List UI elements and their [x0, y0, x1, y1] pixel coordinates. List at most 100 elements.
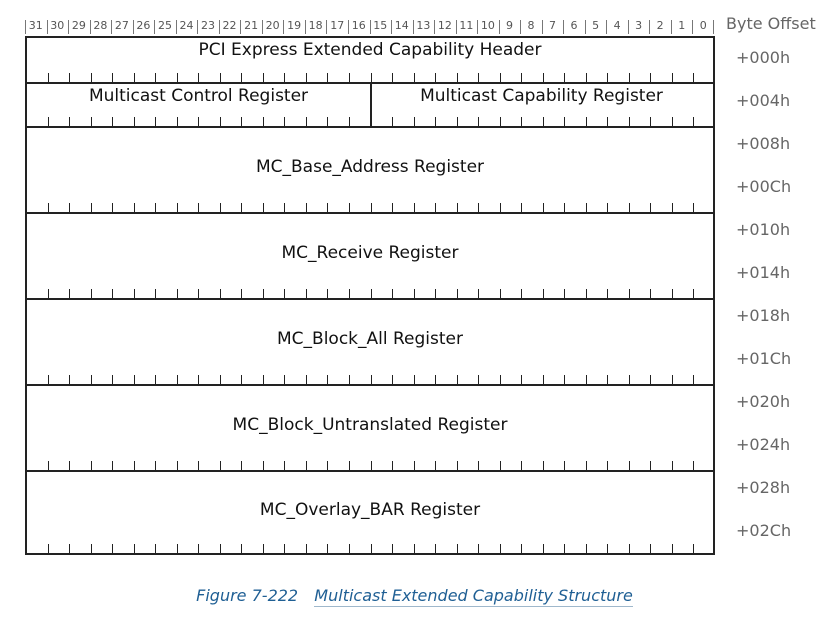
bit-tick [542, 544, 544, 553]
bit-tick [499, 461, 501, 470]
bit-tick [521, 289, 523, 298]
bit-tick [542, 73, 544, 82]
bit-number: 31 [28, 19, 43, 32]
bit-tick [392, 73, 394, 82]
bit-tick [305, 544, 307, 553]
register-row: MC_Base_Address Register [27, 126, 713, 212]
bit-tick [607, 544, 609, 553]
bit-tick [542, 461, 544, 470]
bit-number: 9 [505, 19, 513, 32]
bit-tick [241, 203, 243, 212]
bit-tick [155, 544, 157, 553]
bit-tick [542, 375, 544, 384]
bit-tick [155, 203, 157, 212]
bit-tick [348, 544, 350, 553]
byte-offset-label: +000h [736, 48, 791, 67]
bit-tick [413, 73, 415, 82]
bit-tick [90, 544, 92, 553]
bit-tick [348, 117, 350, 126]
bit-number: 29 [71, 19, 86, 32]
figure-caption: Figure 7-222 Multicast Extended Capabili… [0, 586, 829, 607]
bit-tick [370, 461, 372, 470]
bit-tick [650, 117, 652, 126]
bit-tick [650, 73, 652, 82]
bit-tick [671, 375, 673, 384]
bit-tick [370, 289, 372, 298]
bit-tick [521, 375, 523, 384]
bit-separator [627, 20, 629, 34]
bit-tick [47, 461, 49, 470]
bit-tick [112, 73, 114, 82]
register-label: PCI Express Extended Capability Header [198, 40, 542, 60]
bit-tick [90, 117, 92, 126]
bit-tick [607, 117, 609, 126]
bit-tick [155, 117, 157, 126]
bit-tick [284, 117, 286, 126]
bit-number: 2 [656, 19, 664, 32]
bit-tick [413, 375, 415, 384]
bit-number: 13 [416, 19, 431, 32]
byte-offset-title: Byte Offset [726, 14, 816, 33]
bit-number: 26 [136, 19, 151, 32]
register-label: MC_Receive Register [281, 243, 459, 263]
bit-separator [391, 20, 393, 34]
bit-number: 25 [157, 19, 172, 32]
bit-tick [219, 461, 221, 470]
bit-tick [284, 73, 286, 82]
bit-tick [370, 203, 372, 212]
bit-tick [262, 289, 264, 298]
bit-tick [219, 203, 221, 212]
bit-tick [478, 544, 480, 553]
bit-separator [304, 20, 306, 34]
bit-tick [47, 375, 49, 384]
bit-tick [327, 544, 329, 553]
bit-tick [542, 289, 544, 298]
bit-tick [564, 289, 566, 298]
bit-tick [499, 544, 501, 553]
bit-tick [435, 203, 437, 212]
bit-tick [456, 289, 458, 298]
bit-tick [112, 117, 114, 126]
bit-tick [478, 461, 480, 470]
byte-offset-label: +01Ch [736, 349, 792, 368]
bit-tick [241, 289, 243, 298]
bit-number: 16 [351, 19, 366, 32]
bit-tick [47, 289, 49, 298]
figure-title: Multicast Extended Capability Structure [314, 586, 633, 607]
bit-separator [498, 20, 500, 34]
bit-tick [112, 461, 114, 470]
bit-number: 6 [570, 19, 578, 32]
bit-tick [499, 289, 501, 298]
bit-tick [671, 461, 673, 470]
bit-tick [262, 203, 264, 212]
field-divider [370, 84, 372, 126]
byte-offset-label: +00Ch [736, 177, 792, 196]
bit-tick [305, 73, 307, 82]
bit-tick [284, 544, 286, 553]
bit-tick [650, 203, 652, 212]
bit-tick [327, 461, 329, 470]
bit-tick [693, 375, 695, 384]
bit-tick [90, 289, 92, 298]
bit-tick [176, 461, 178, 470]
bit-separator [649, 20, 651, 34]
bit-separator [584, 20, 586, 34]
bit-number: 30 [50, 19, 65, 32]
bit-tick [628, 375, 630, 384]
bit-tick [693, 117, 695, 126]
bit-tick [69, 117, 71, 126]
bit-separator [240, 20, 242, 34]
bit-tick [521, 461, 523, 470]
bit-tick [650, 544, 652, 553]
bit-tick [564, 117, 566, 126]
bit-tick [607, 289, 609, 298]
bit-separator [283, 20, 285, 34]
register-label: MC_Overlay_BAR Register [259, 499, 481, 520]
bit-tick [198, 375, 200, 384]
bit-tick [607, 203, 609, 212]
bit-tick [671, 289, 673, 298]
bit-separator [25, 20, 26, 34]
bit-tick [456, 73, 458, 82]
byte-offset-label: +004h [736, 91, 791, 110]
